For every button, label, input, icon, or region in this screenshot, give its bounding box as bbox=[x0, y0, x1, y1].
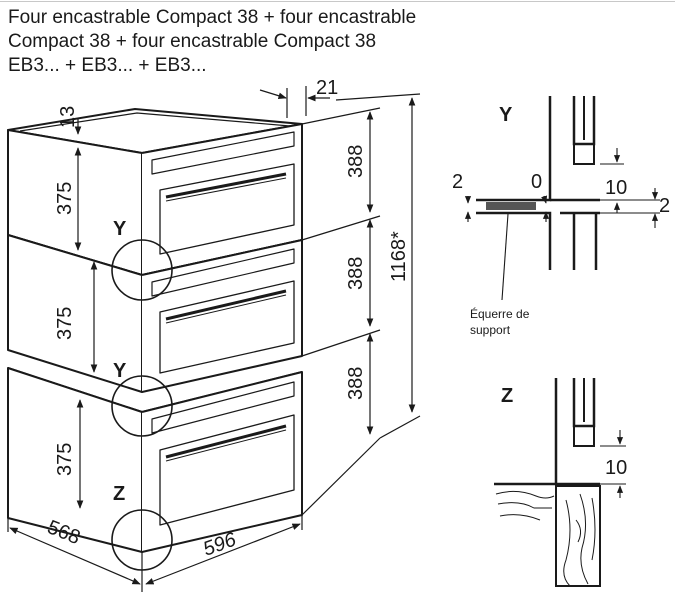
oven-3-handle bbox=[165, 424, 287, 459]
detail-y-gap-0: 0 bbox=[531, 171, 542, 193]
detail-y-title: Y bbox=[499, 104, 513, 126]
oven-3-front bbox=[141, 371, 303, 553]
oven-2-handle bbox=[165, 289, 287, 321]
bottom-dimensions bbox=[7, 515, 303, 592]
dim-13: 13 bbox=[57, 106, 79, 128]
detail-z-gap-10: 10 bbox=[605, 457, 627, 479]
top-rule bbox=[0, 1, 675, 2]
dim-1168: 1168* bbox=[388, 231, 410, 282]
dim-375-3: 375 bbox=[54, 443, 76, 476]
detail-z-wood-grain bbox=[495, 490, 596, 587]
detail-z-oven-panel bbox=[572, 378, 596, 428]
oven-1-handle-shadow bbox=[165, 177, 287, 202]
detail-y-gap-2-right: 2 bbox=[659, 195, 670, 217]
oven-3-handle-shadow bbox=[165, 429, 287, 462]
oven-2 bbox=[7, 234, 303, 393]
diagram-title: Four encastrable Compact 38 + four encas… bbox=[8, 6, 416, 78]
detail-label-z: Z bbox=[113, 483, 125, 505]
oven-2-door-window bbox=[159, 280, 295, 374]
detail-y-bracket-leader bbox=[501, 213, 509, 301]
detail-y-gap-2-left: 2 bbox=[452, 171, 463, 193]
dim-375-1: 375 bbox=[54, 182, 76, 215]
detail-circle-y-2 bbox=[111, 375, 173, 437]
oven-2-front bbox=[141, 239, 303, 393]
oven-1-door-window bbox=[159, 163, 295, 255]
oven-2-handle-shadow bbox=[165, 294, 287, 324]
oven-3 bbox=[7, 367, 303, 553]
oven-3-door-window bbox=[159, 414, 295, 526]
dim-21: 21 bbox=[316, 77, 338, 99]
title-line-3: EB3... + EB3... + EB3... bbox=[8, 55, 207, 76]
detail-y-shelf-bottom bbox=[476, 211, 552, 270]
detail-circle-y-1 bbox=[111, 239, 173, 301]
oven-top-inner bbox=[19, 112, 291, 132]
detail-y bbox=[464, 96, 660, 301]
title-line-2: Compact 38 + four encastrable Compact 38 bbox=[8, 31, 377, 52]
bracket-label-line-2: support bbox=[470, 323, 511, 337]
detail-y-support-bracket bbox=[486, 202, 536, 210]
oven-stack bbox=[7, 108, 303, 553]
detail-z-title: Z bbox=[501, 385, 513, 407]
dim-line-568 bbox=[9, 527, 141, 585]
oven-1-control-panel bbox=[151, 131, 295, 175]
dim-388-1: 388 bbox=[345, 145, 367, 178]
detail-y-oven-top-panel bbox=[572, 96, 596, 146]
oven-3-control-panel bbox=[151, 381, 295, 434]
detail-label-y-2: Y bbox=[113, 360, 127, 382]
dim-375-2: 375 bbox=[54, 307, 76, 340]
detail-z bbox=[494, 378, 626, 587]
dim-388-3: 388 bbox=[345, 367, 367, 400]
title-line-1: Four encastrable Compact 38 + four encas… bbox=[8, 7, 417, 28]
top-gap-dimension bbox=[259, 86, 330, 118]
bracket-label-line-1: Équerre de bbox=[470, 306, 530, 321]
dim-388-2: 388 bbox=[345, 257, 367, 290]
left-dimensions bbox=[74, 118, 98, 509]
detail-label-y-1: Y bbox=[113, 218, 127, 240]
detail-z-base-plinth bbox=[555, 485, 601, 587]
oven-2-control-panel bbox=[151, 248, 295, 297]
dim-line-596 bbox=[145, 523, 301, 585]
detail-y-gap-10: 10 bbox=[605, 177, 627, 199]
oven-1-handle bbox=[165, 172, 287, 199]
right-dimensions bbox=[301, 93, 421, 516]
